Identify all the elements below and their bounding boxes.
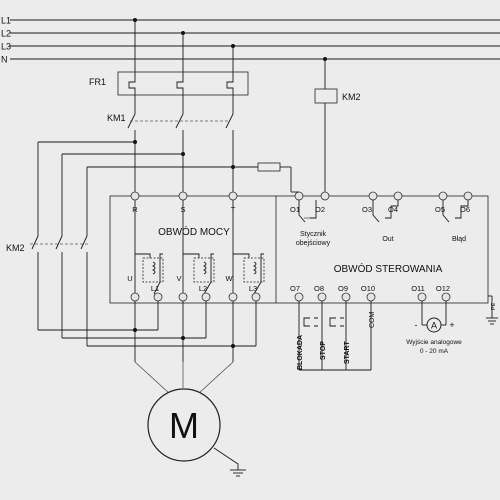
terminal-o12 [441,292,451,302]
rail-label-l2: L2 [1,29,11,39]
relay-output-contacts: Stycznik obejściowy Out Błąd [296,200,469,247]
terminal-v [178,292,188,302]
bypass-label-line1: Stycznik [300,231,327,238]
control-circuit-title: OBWÓD STEROWANIA [334,262,443,275]
terminal-o9 [341,292,351,302]
bypass-label-line2: obejściowy [296,240,331,247]
button-label-blokada: BLOKADA [297,335,304,370]
terminal-o6 [463,191,473,201]
terminal-o8 [317,292,327,302]
terminal-label-o11: O11 [411,284,425,293]
terminal-label-o3: O3 [362,205,372,214]
terminal-u [130,292,140,302]
button-label-com: COM [369,312,376,329]
terminal-label-o5: O5 [435,205,445,214]
fault-label: Błąd [452,236,466,243]
terminal-label-o10: O10 [361,284,375,293]
terminal-o5 [438,191,448,201]
power-section: OBWÓD MOCY [134,200,265,295]
terminal-o11 [417,292,427,302]
terminal-o7 [294,292,304,302]
bypass-feed-taps [37,140,235,236]
terminal-label-o2: O2 [315,205,325,214]
pe-label: PE [491,302,497,310]
analog-label-line2: 0 - 20 mA [420,348,449,355]
terminal-o1 [294,191,304,201]
power-circuit-title: OBWÓD MOCY [158,225,230,238]
rail-label-n: N [1,55,8,65]
control-buttons: BLOKADA STOP START COM [297,301,376,371]
supply-rails: L1 L2 L3 N [1,16,500,65]
terminal-label-l2: L2 [199,284,207,293]
terminal-label-o4: O4 [388,205,398,214]
rail-label-l1: L1 [1,16,11,26]
terminal-label-v: V [176,274,181,283]
terminal-label-l1: L1 [151,284,159,293]
analog-label-line1: Wyjście analogowe [406,339,462,346]
terminal-w [228,292,238,302]
km1-label: KM1 [107,113,126,123]
terminal-o4 [393,191,403,201]
motor-label: M [169,405,199,446]
terminal-l2 [201,292,211,302]
terminal-t [228,191,238,201]
analog-plus-label: + [449,320,454,330]
control-fuse [233,162,292,192]
out-label: Out [382,236,393,243]
output-wiring [38,301,257,395]
pe-terminal: PE [486,295,498,325]
ammeter-symbol [426,317,442,333]
button-label-stop: STOP [320,341,327,360]
main-feed-wires [134,20,234,76]
analog-output: A - + Wyjście analogowe 0 - 20 mA [406,301,462,355]
km2-contact-label: KM2 [6,243,25,253]
ammeter-label: A [431,321,437,331]
terminal-label-o12: O12 [436,284,450,293]
terminal-r [130,191,140,201]
bottom-terminal-row: U L1 V L2 W L3 O7 O8 O9 O10 O11 O12 OBWÓ… [127,262,451,302]
button-label-start: START [344,340,351,364]
terminal-label-o7: O7 [290,284,300,293]
motor: M [147,388,246,477]
terminal-o2 [320,191,330,201]
terminal-l1 [153,292,163,302]
terminal-label-u: U [127,274,132,283]
terminal-l3 [251,292,261,302]
terminal-o3 [368,191,378,201]
terminal-label-w: W [225,274,233,283]
terminal-o10 [366,292,376,302]
km2-coil-label: KM2 [342,92,361,102]
fr1-label: FR1 [89,77,106,87]
fr1-thermal-relay: FR1 [89,71,249,100]
rail-label-l3: L3 [1,42,11,52]
terminal-label-l3: L3 [249,284,257,293]
terminal-s [178,191,188,201]
terminal-label-o9: O9 [338,284,348,293]
km2-coil: KM2 [314,59,361,192]
terminal-label-o8: O8 [314,284,324,293]
motor-symbol [147,388,221,462]
terminal-label-o6: O6 [460,205,470,214]
analog-minus-label: - [415,320,418,330]
terminal-label-o1: O1 [290,205,300,214]
